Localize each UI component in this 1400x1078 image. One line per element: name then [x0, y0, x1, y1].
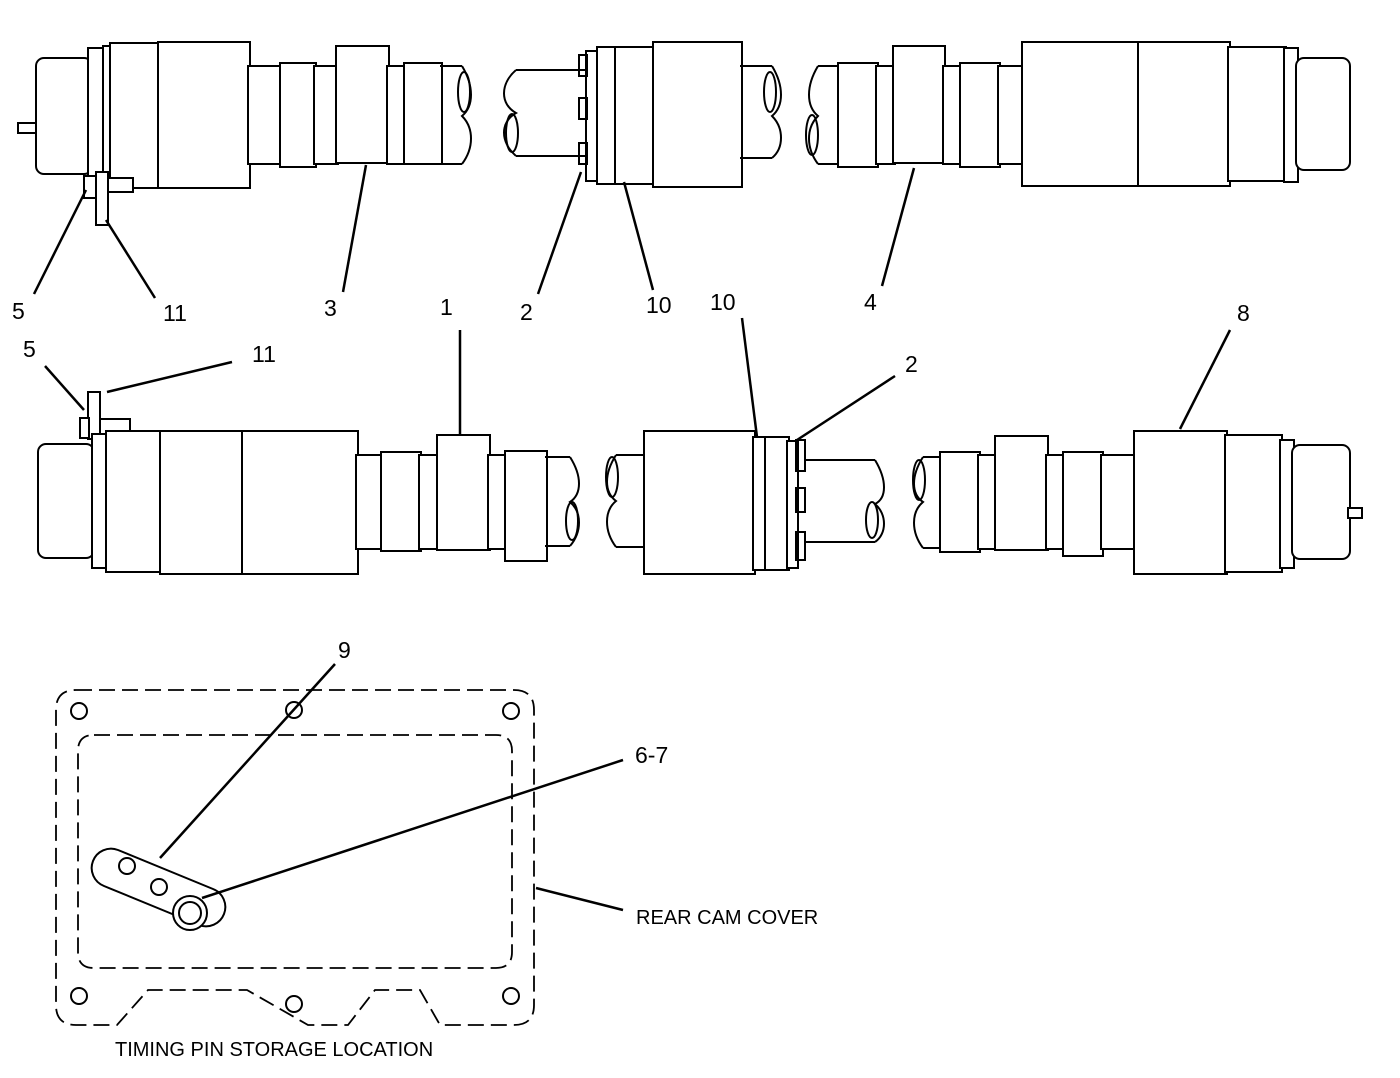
mid-middle-coupling: [605, 430, 885, 575]
callout-11-top: 11: [163, 300, 187, 326]
callout-1: 1: [440, 294, 453, 320]
top-right-camshaft: [805, 41, 1351, 187]
callout-8: 8: [1237, 300, 1250, 326]
top-middle-coupling: [503, 41, 782, 188]
timing-pin-head: [172, 895, 208, 931]
rear-cam-cover: [55, 689, 535, 1026]
callout-5-mid: 5: [23, 336, 36, 362]
callout-2-top: 2: [520, 299, 533, 325]
bolt-hole: [70, 702, 88, 720]
callout-9: 9: [338, 637, 351, 663]
timing-pin-storage-caption: TIMING PIN STORAGE LOCATION: [115, 1039, 433, 1061]
timing-pin-bracket: [90, 847, 227, 931]
callout-10-top: 10: [646, 292, 672, 318]
bolt-hole: [502, 702, 520, 720]
callout-numbers: 5 11 3 2 10 4 1 10 8 5 11 2 9 6-7: [12, 289, 1250, 768]
bolt-hole: [70, 987, 88, 1005]
callout-6-7: 6-7: [635, 742, 668, 768]
leader-lines: [32, 164, 1232, 912]
callout-2-mid: 2: [905, 351, 918, 377]
callout-10-mid: 10: [710, 289, 736, 315]
top-left-camshaft: [17, 41, 472, 226]
callout-11-mid: 11: [252, 341, 276, 367]
rear-cam-cover-label: REAR CAM COVER: [636, 907, 818, 929]
callout-4: 4: [864, 289, 877, 315]
bolt-hole: [285, 701, 303, 719]
mid-left-camshaft: [37, 391, 580, 575]
mid-right-camshaft: [912, 430, 1363, 575]
bolt-hole: [285, 995, 303, 1013]
callout-5-top: 5: [12, 298, 25, 324]
bolt-hole: [502, 987, 520, 1005]
callout-3: 3: [324, 295, 337, 321]
